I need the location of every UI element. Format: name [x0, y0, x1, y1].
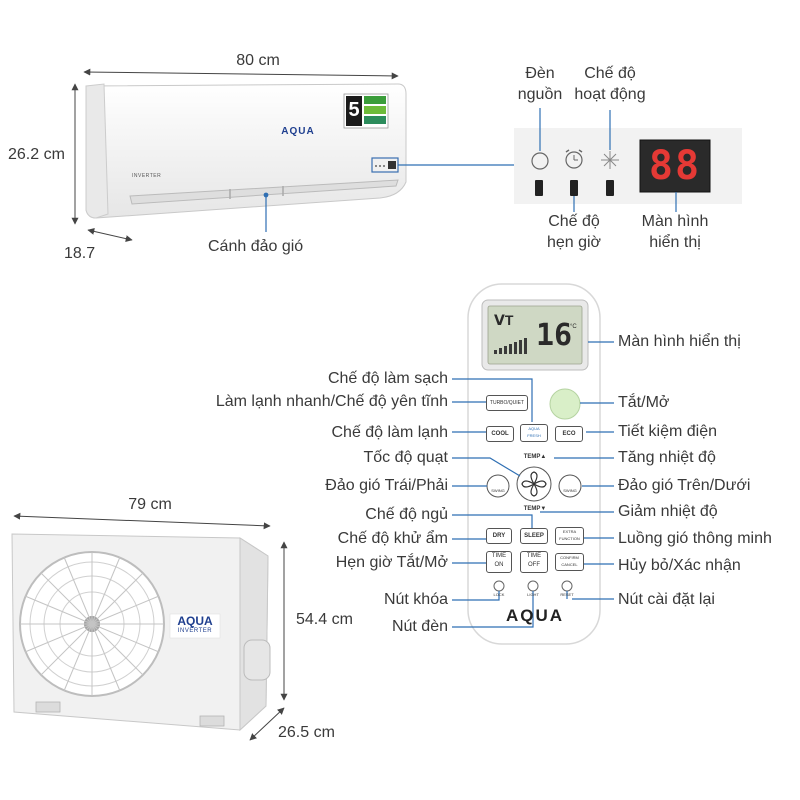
- light-button[interactable]: [527, 580, 539, 592]
- outdoor-height-label: 54.4 cm: [296, 611, 353, 628]
- outdoor-width-label: 79 cm: [128, 496, 172, 513]
- timer-mode-label-2: hẹn giờ: [546, 234, 602, 251]
- indoor-unit: [71, 68, 514, 243]
- light-text: LIGHT: [527, 592, 539, 597]
- label-sleep: Chế độ ngủ: [365, 506, 448, 523]
- segment-display: [639, 139, 711, 193]
- label-turbo-quiet: Làm lạnh nhanh/Chế độ yên tĩnh: [215, 393, 448, 410]
- label-power: Tắt/Mở: [618, 394, 670, 411]
- indoor-inverter-badge: INVERTER: [132, 173, 162, 179]
- operation-mode-icon: [601, 151, 619, 169]
- label-cool-mode: Chế độ làm lạnh: [331, 424, 448, 441]
- dry-button[interactable]: DRY: [486, 528, 512, 544]
- swing-lr-text: SWING: [491, 488, 505, 493]
- lcd-temperature: 16: [536, 318, 573, 353]
- display-label-1: Màn hình: [641, 213, 709, 230]
- power-light-label-2: nguồn: [517, 86, 563, 103]
- power-button[interactable]: [549, 388, 581, 420]
- outdoor-brand-logo: AQUA: [177, 614, 213, 628]
- sleep-button[interactable]: SLEEP: [520, 528, 548, 544]
- label-fan-speed: Tốc độ quạt: [363, 449, 449, 466]
- label-light: Nút đèn: [391, 618, 448, 635]
- confirm-line: CONFIRM: [560, 555, 579, 560]
- temp-down-button[interactable]: TEMP▼: [523, 506, 547, 512]
- confirm-cancel-button[interactable]: CONFIRM CANCEL: [555, 553, 584, 571]
- lcd-unit: °C: [570, 324, 577, 330]
- temp-up-button[interactable]: TEMP▲: [523, 454, 547, 460]
- extra-function-line1: EXTRA: [562, 529, 577, 534]
- reset-text: RESET: [560, 592, 574, 597]
- time-off-button[interactable]: TIME OFF: [520, 551, 548, 573]
- aqua-fresh-button[interactable]: AQUA FRESH: [520, 424, 548, 442]
- louver: [129, 179, 399, 205]
- label-timer: Hẹn giờ Tắt/Mở: [335, 554, 448, 571]
- label-dry: Chế độ khử ẩm: [337, 530, 448, 547]
- indoor-depth-label: 18.7: [64, 245, 96, 262]
- label-temp-up: Tăng nhiệt độ: [618, 449, 716, 466]
- fan-grille: [19, 551, 165, 697]
- time-on-button[interactable]: TIME ON: [486, 551, 512, 573]
- outdoor-depth-dimension: [249, 707, 285, 741]
- extra-function-line2: FUNCTION: [559, 536, 580, 541]
- indoor-height-label: 26.2 cm: [8, 146, 65, 163]
- label-reset: Nút cài đặt lại: [618, 591, 715, 608]
- power-light-icon: [531, 152, 549, 170]
- label-display: Màn hình hiển thị: [618, 333, 741, 350]
- fan-icon: [521, 471, 547, 497]
- label-temp-down: Giảm nhiệt độ: [618, 503, 718, 520]
- outdoor-inverter-badge: INVERTER: [177, 628, 213, 634]
- indoor-width-dimension: [83, 68, 399, 80]
- swing-lr-button[interactable]: [486, 474, 510, 498]
- operation-mode-label-1: Chế độ: [584, 65, 636, 82]
- label-swing-lr: Đảo gió Trái/Phải: [325, 477, 448, 494]
- power-light-label-1: Đèn: [525, 65, 555, 82]
- outdoor-width-dimension: [13, 512, 271, 530]
- label-cancel-confirm: Hủy bỏ/Xác nhận: [618, 557, 741, 574]
- fan-level-bars: [494, 338, 527, 354]
- extra-function-button[interactable]: EXTRA FUNCTION: [555, 527, 584, 545]
- label-eco: Tiết kiệm điện: [618, 423, 717, 440]
- lock-text: LOCK: [493, 592, 505, 597]
- outdoor-unit: [11, 512, 288, 741]
- energy-rating: 5: [348, 99, 360, 121]
- indoor-width-label: 80 cm: [236, 52, 280, 69]
- display-label-2: hiển thị: [649, 234, 701, 251]
- segment-digits: 88: [648, 143, 702, 189]
- time-off-line1: TIME: [526, 553, 542, 559]
- timer-mode-icon: [565, 149, 583, 169]
- time-off-line2: OFF: [528, 562, 540, 568]
- remote-brand-logo: AQUA: [505, 606, 565, 625]
- aqua-fresh-line2: FRESH: [527, 433, 541, 438]
- eco-button[interactable]: ECO: [555, 426, 583, 442]
- louver-label: Cánh đảo gió: [208, 238, 304, 255]
- turbo-quiet-button[interactable]: TURBO/QUIET: [486, 395, 528, 411]
- indoor-panel-detail: [514, 108, 742, 212]
- label-smart-airflow: Luồng gió thông minh: [618, 530, 772, 547]
- outdoor-depth-label: 26.5 cm: [278, 724, 335, 741]
- energy-label: [343, 93, 389, 129]
- indoor-depth-dimension: [87, 227, 133, 243]
- swing-ud-text: SWING: [563, 488, 577, 493]
- aqua-fresh-line1: AQUA: [528, 426, 540, 431]
- cancel-line: CANCEL: [561, 562, 578, 567]
- time-on-line2: ON: [494, 562, 504, 568]
- timer-mode-label-1: Chế độ: [548, 213, 600, 230]
- cool-button[interactable]: COOL: [486, 426, 514, 442]
- lock-button[interactable]: [493, 580, 505, 592]
- label-swing-ud: Đảo gió Trên/Dưới: [618, 477, 751, 494]
- operation-mode-label-2: hoạt động: [574, 86, 646, 103]
- remote-callouts: [452, 341, 614, 628]
- reset-button[interactable]: [561, 580, 573, 592]
- label-clean-mode: Chế độ làm sạch: [327, 370, 448, 387]
- lcd-mode-text: ⅤΤ: [494, 312, 514, 328]
- remote-control: [467, 283, 601, 645]
- indoor-brand-logo: AQUA: [281, 126, 315, 137]
- swing-ud-button[interactable]: [558, 474, 582, 498]
- label-lock: Nút khóa: [383, 591, 448, 608]
- time-on-line1: TIME: [491, 553, 507, 559]
